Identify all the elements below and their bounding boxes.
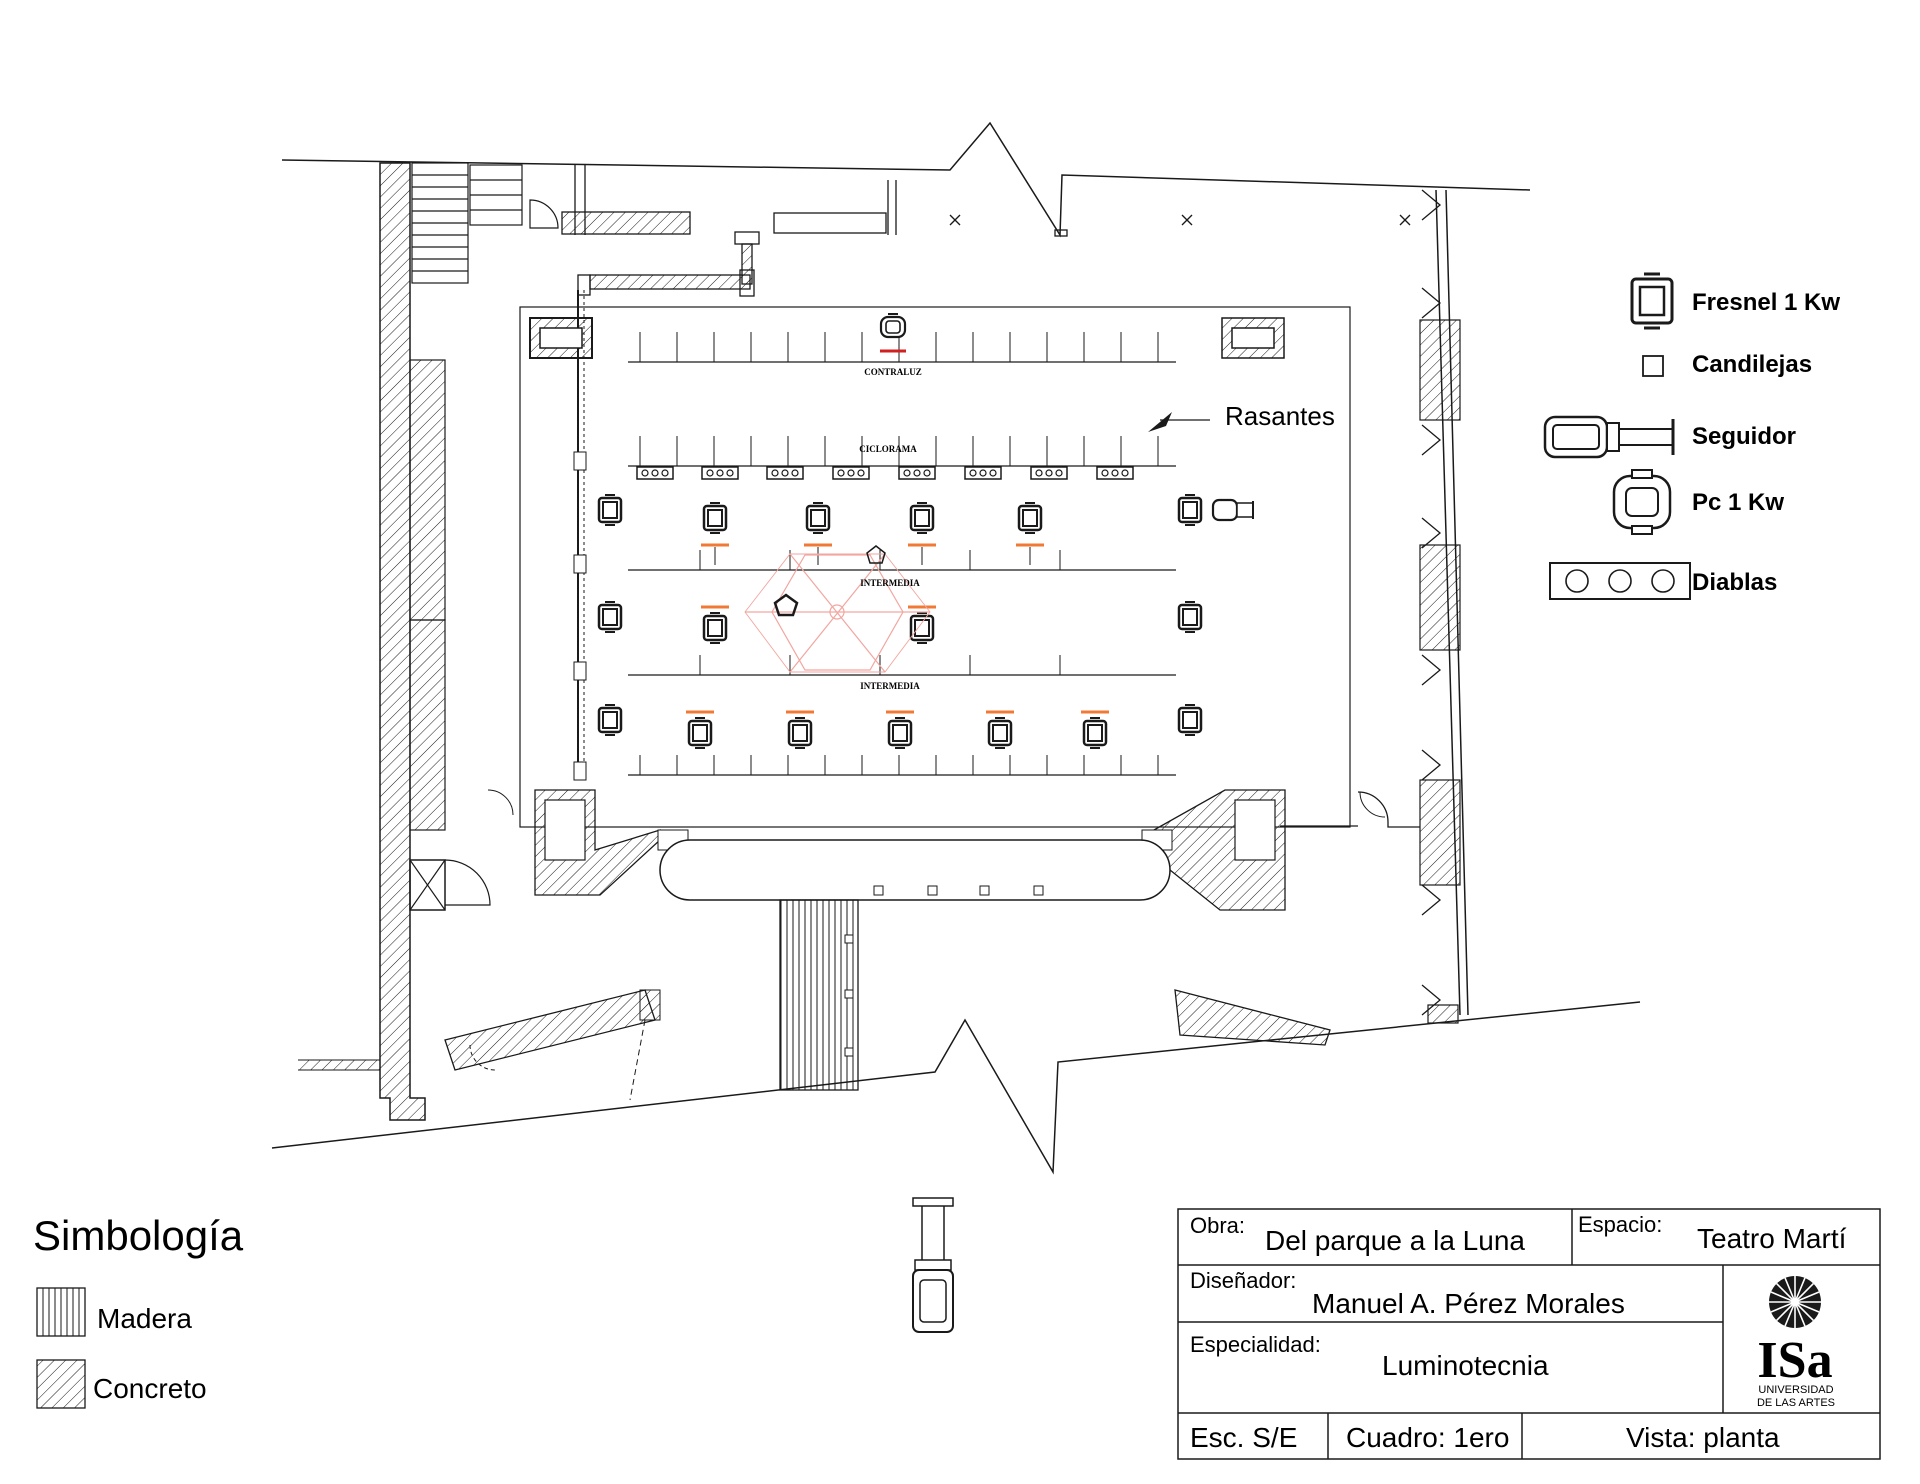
title-block [1177, 1208, 1881, 1460]
isa-logo: ISa UNIVERSIDAD DE LAS ARTES [1757, 1276, 1835, 1409]
logo-star-ray [1794, 1291, 1820, 1303]
obra-label: Obra: [1190, 1213, 1245, 1238]
bottom-break-line [271, 1001, 1641, 1175]
legend-candilejas-icon [1642, 355, 1664, 377]
madera-swatch [36, 1287, 86, 1337]
stage-seguidor-icon [1211, 498, 1254, 522]
logo-sub-1: UNIVERSIDAD [1758, 1384, 1833, 1396]
fresnel-row3-icon [987, 716, 1013, 750]
side-fresnel-icon [597, 600, 623, 634]
fresnel-row3-icon [787, 716, 813, 750]
colour-markers [686, 349, 1109, 714]
gobo-hexagon [744, 553, 931, 673]
fresnel-row2-icon [909, 611, 935, 645]
logo-star-ray [1794, 1283, 1814, 1303]
side-fresnel-icon [1177, 703, 1203, 737]
legend-pc-icon [1612, 469, 1672, 535]
espacio-label: Espacio: [1578, 1212, 1662, 1237]
fresnel-row1-icon [702, 501, 728, 535]
logo-star-ray [1770, 1301, 1796, 1313]
symbology: Simbología Madera Concreto [33, 1212, 244, 1409]
title-block-text: Obra: Del parque a la Luna Espacio: Teat… [1190, 1212, 1847, 1453]
right-wall [1280, 189, 1469, 1024]
ciclorama-diabla-icon [1096, 466, 1134, 480]
label-ciclorama: CICLORAMA [859, 444, 917, 454]
especialidad-label: Especialidad: [1190, 1332, 1321, 1357]
left-wall [379, 162, 491, 1121]
top-break-line [281, 121, 1531, 238]
ciclorama-diabla-icon [766, 466, 804, 480]
legend: Fresnel 1 Kw Candilejas Seguidor Pc 1 Kw… [1543, 272, 1840, 600]
ciclorama-diabla-icon [964, 466, 1002, 480]
fresnel-row3-icon [887, 716, 913, 750]
ciclorama-diabla-icon [832, 466, 870, 480]
logo-star-ray [1794, 1301, 1814, 1321]
bottom-seguidor-icon [912, 1197, 954, 1333]
label-rasantes: Rasantes [1225, 401, 1335, 431]
logo-star-ray [1770, 1291, 1796, 1303]
logo-star-ray [1776, 1283, 1796, 1303]
label-contraluz: CONTRALUZ [864, 367, 922, 377]
logo-star-ray [1784, 1277, 1796, 1303]
escala: Esc. S/E [1190, 1422, 1297, 1453]
battens [628, 361, 1176, 776]
concreto-label: Concreto [93, 1373, 207, 1404]
legend-fresnel-icon [1630, 272, 1674, 330]
side-fresnel-icon [597, 703, 623, 737]
fresnel-row3-icon [1082, 716, 1108, 750]
obra-value: Del parque a la Luna [1265, 1225, 1525, 1256]
side-fresnel-icon [1177, 493, 1203, 527]
espacio-value: Teatro Martí [1697, 1223, 1847, 1254]
legend-diablas-label: Diablas [1692, 569, 1777, 596]
isa-star-icon [1769, 1276, 1821, 1328]
fresnel-row2-icon [702, 611, 728, 645]
vista: Vista: planta [1626, 1422, 1780, 1453]
contraluz-pc-icon [879, 312, 907, 339]
ciclorama-diabla-icon [1030, 466, 1068, 480]
fresnel-row1-icon [1017, 501, 1043, 535]
concreto-swatch [36, 1359, 86, 1409]
top-wall-details [561, 165, 1411, 297]
fresnel-row3-icon [687, 716, 713, 750]
logo-star-ray [1776, 1301, 1796, 1321]
legend-candilejas-label: Candilejas [1692, 351, 1812, 378]
rasantes-arrow [1148, 412, 1210, 432]
stairs [411, 162, 559, 284]
legend-seguidor-icon [1543, 415, 1675, 459]
legend-seguidor-label: Seguidor [1692, 423, 1796, 450]
legend-fresnel-label: Fresnel 1 Kw [1692, 289, 1840, 316]
cuadro: Cuadro: 1ero [1346, 1422, 1509, 1453]
label-intermedia-2: INTERMEDIA [860, 681, 920, 691]
fresnel-row1-icon [805, 501, 831, 535]
logo-sub-2: DE LAS ARTES [1757, 1397, 1835, 1409]
logo-star-ray [1794, 1301, 1820, 1313]
madera-label: Madera [97, 1303, 192, 1334]
center-small-pentagon-icon [866, 545, 886, 564]
side-fresnel-icon [1177, 600, 1203, 634]
label-intermedia-1: INTERMEDIA [860, 578, 920, 588]
center-pentagon-icon [773, 593, 799, 617]
logo-text: ISa [1757, 1332, 1832, 1389]
logo-star-ray [1794, 1301, 1806, 1327]
stage [298, 290, 1386, 1101]
legend-diablas-icon [1549, 562, 1691, 600]
side-fresnel-icon [597, 493, 623, 527]
legend-pc-label: Pc 1 Kw [1692, 489, 1784, 516]
fresnel-row1-icon [909, 501, 935, 535]
disenador-value: Manuel A. Pérez Morales [1312, 1288, 1625, 1319]
ciclorama-diabla-icon [636, 466, 674, 480]
disenador-label: Diseñador: [1190, 1268, 1296, 1293]
symbology-title: Simbología [33, 1212, 244, 1259]
ciclorama-diabla-icon [898, 466, 936, 480]
logo-star-ray [1784, 1301, 1796, 1327]
especialidad-value: Luminotecnia [1382, 1350, 1549, 1381]
ciclorama-diabla-icon [701, 466, 739, 480]
batten-ticks [639, 332, 1159, 775]
logo-star-center [1791, 1298, 1799, 1306]
logo-star-ray [1794, 1277, 1806, 1303]
